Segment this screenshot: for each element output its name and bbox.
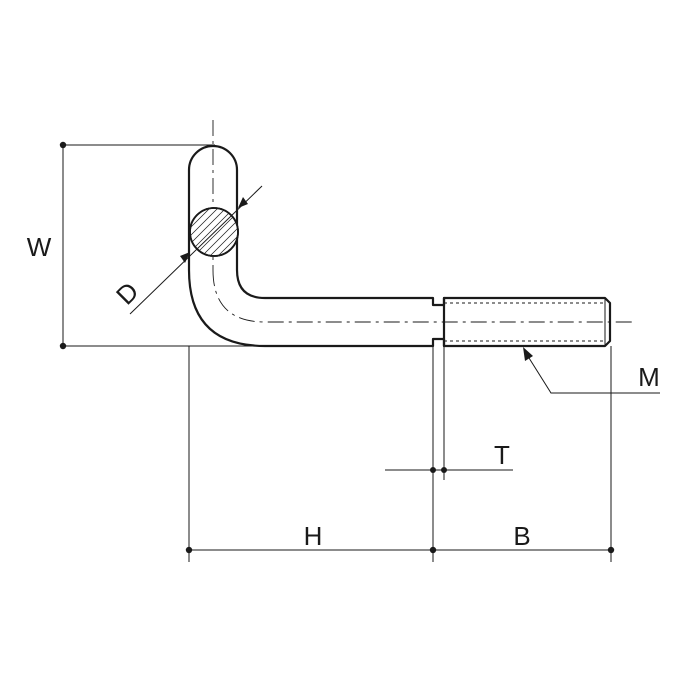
bolt-outline	[187, 144, 612, 348]
dimension-d: D	[110, 185, 263, 315]
w-label: W	[27, 232, 52, 262]
b-label: B	[513, 521, 530, 551]
cross-section	[189, 207, 239, 257]
d-dimension-line	[129, 185, 263, 315]
m-label: M	[638, 362, 660, 392]
t-label: T	[494, 440, 510, 470]
m-leader-line	[523, 349, 660, 394]
h-label: H	[304, 521, 323, 551]
dimension-b: B	[513, 346, 615, 562]
dimension-t: T	[385, 346, 513, 480]
thread-lines	[444, 302, 605, 342]
dimension-m: M	[523, 347, 660, 394]
center-lines	[212, 120, 632, 323]
dimension-h: H	[185, 346, 611, 562]
dimension-w: W	[27, 141, 262, 350]
